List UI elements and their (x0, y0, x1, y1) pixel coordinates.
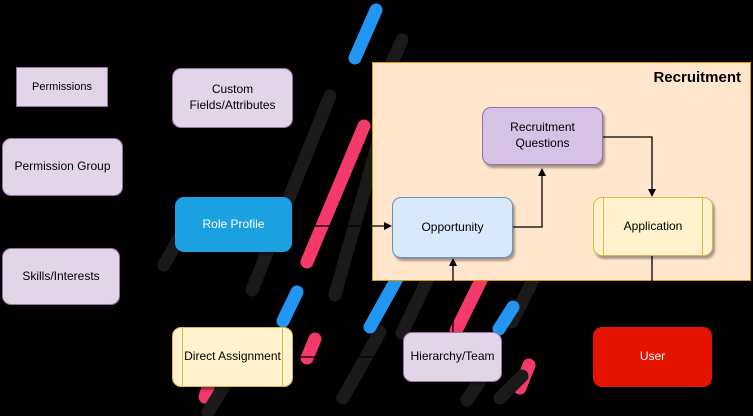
logo-stripe-blue (276, 285, 304, 328)
node-custom-fields-attributes[interactable]: Custom Fields/Attributes (172, 68, 293, 128)
node-opportunity-label: Opportunity (421, 219, 484, 234)
logo-stripe-blue (492, 300, 520, 336)
node-user[interactable]: User (593, 327, 712, 387)
node-role-profile[interactable]: Role Profile (175, 197, 292, 252)
node-skills-interests-label: Skills/Interests (22, 268, 100, 283)
node-permission-group-label: Permission Group (14, 159, 111, 174)
arrowhead (395, 353, 403, 361)
node-hierarchy-team[interactable]: Hierarchy/Team (403, 332, 502, 382)
logo-stripe-pink (300, 332, 322, 365)
node-opportunity[interactable]: Opportunity (392, 197, 513, 258)
logo-stripe-black (336, 325, 387, 405)
logo-stripe-blue (348, 3, 383, 65)
logo-stripe-black (201, 376, 233, 416)
group-recruitment-title: Recruitment (653, 69, 741, 86)
node-direct-assignment[interactable]: Direct Assignment (172, 327, 293, 387)
node-application[interactable]: Application (593, 197, 713, 256)
node-recruitment-questions[interactable]: Recruitment Questions (482, 107, 603, 165)
node-permissions[interactable]: Permissions (16, 67, 108, 107)
node-permissions-label: Permissions (32, 80, 92, 93)
node-recruitment-questions-label: Recruitment Questions (510, 120, 575, 150)
node-custom-fields-attributes-label: Custom Fields/Attributes (189, 82, 276, 112)
node-direct-assignment-label: Direct Assignment (184, 349, 281, 364)
node-application-label: Application (623, 218, 683, 233)
logo-stripe-black (493, 369, 529, 405)
node-hierarchy-team-label: Hierarchy/Team (410, 349, 495, 364)
logo-stripe-pink (300, 119, 371, 269)
node-permission-group[interactable]: Permission Group (2, 138, 123, 196)
node-skills-interests[interactable]: Skills/Interests (2, 248, 120, 305)
node-user-label: User (639, 349, 666, 364)
node-role-profile-label: Role Profile (202, 216, 265, 231)
logo-stripe-pink (513, 358, 536, 395)
